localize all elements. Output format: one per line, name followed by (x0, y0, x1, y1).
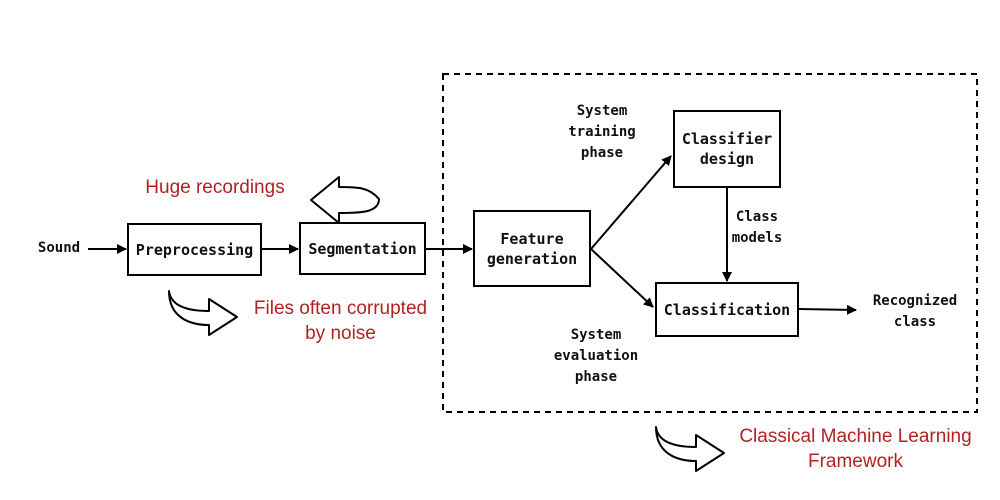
curved-arrow-icon-framework (655, 426, 725, 472)
framework-boundary (442, 73, 978, 413)
class-models-label: Class models (731, 209, 783, 246)
feature-generation-box: Feature generation (473, 210, 591, 287)
training-phase-label: System training phase (568, 103, 636, 161)
segmentation-label: Segmentation (308, 239, 417, 258)
preprocessing-label: Preprocessing (135, 240, 254, 259)
evaluation-phase-label: System evaluation phase (553, 327, 639, 385)
arrow-feature-to-classifier-design (590, 155, 672, 250)
curved-arrow-icon-huge-recordings (310, 176, 380, 224)
sound-input-label: Sound (37, 240, 81, 256)
curved-arrow-icon-noise (168, 290, 238, 336)
segmentation-box: Segmentation (299, 222, 426, 275)
preprocessing-box: Preprocessing (127, 223, 262, 276)
classifier-design-label: Classifier design (681, 130, 773, 168)
classification-label: Classification (663, 300, 791, 319)
recognized-class-label: Recognized class (872, 293, 958, 330)
classifier-design-box: Classifier design (673, 110, 781, 188)
noise-note: Files often corrupted by noise (253, 298, 428, 344)
framework-note: Classical Machine Learning Framework (739, 426, 972, 472)
huge-recordings-note: Huge recordings (145, 177, 285, 198)
arrow-feature-to-classification (590, 248, 654, 308)
classification-box: Classification (655, 282, 799, 337)
arrow-classification-to-output (798, 304, 857, 315)
feature-generation-label: Feature generation (486, 229, 578, 268)
